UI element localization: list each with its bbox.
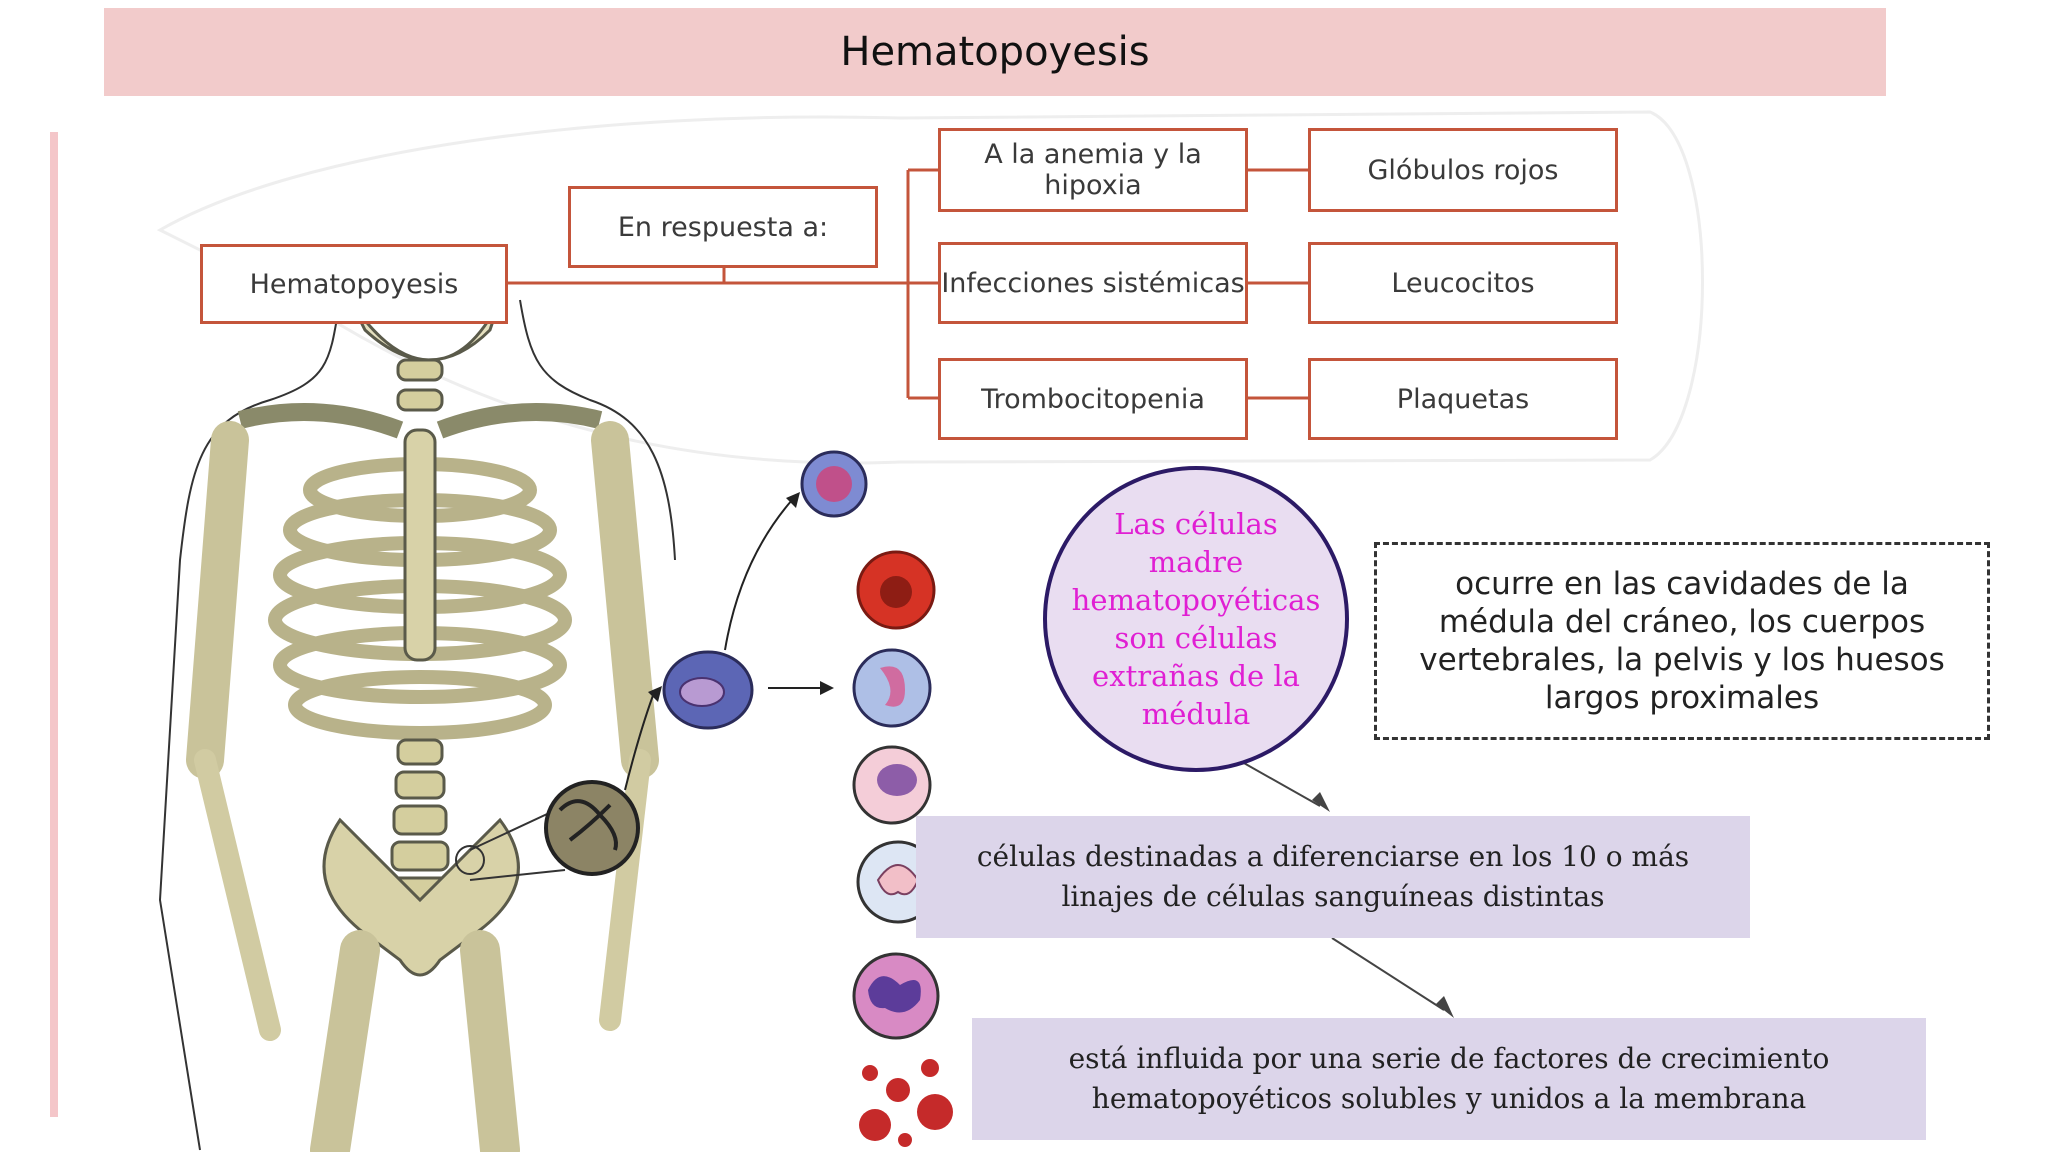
concept-root-box: Hematopoyesis: [200, 244, 508, 324]
platelets: [859, 1059, 953, 1147]
sternum: [403, 428, 437, 662]
concept-output-box-platelets: Plaquetas: [1308, 358, 1618, 440]
humerus-right: [591, 421, 659, 779]
location-text: ocurre en las cavidades de la médula del…: [1419, 566, 1945, 716]
location-note: ocurre en las cavidades de la médula del…: [1374, 542, 1990, 740]
skeleton-illustration: [158, 299, 676, 1152]
femur-left: [310, 930, 380, 1152]
body-outline: [158, 299, 676, 1151]
stem-cell: [662, 492, 834, 730]
concept-stimulus-label: Trombocitopenia: [981, 383, 1205, 415]
stem-cells-circle: Las células madre hematopoyéticas son cé…: [1043, 466, 1349, 772]
differentiation-text: células destinadas a diferenciarse en lo…: [976, 840, 1690, 913]
concept-response-label: En respuesta a:: [617, 211, 829, 243]
concept-output-label: Leucocitos: [1391, 267, 1535, 299]
sketch-outline: [156, 110, 1704, 465]
blood-cells: [800, 450, 953, 1147]
clavicle-left: [237, 403, 404, 439]
concept-stimulus-box-anemia: A la anemia y la hipoxia: [938, 128, 1248, 212]
concept-stimulus-label: Infecciones sistémicas: [941, 267, 1245, 299]
title-bar: Hematopoyesis: [104, 8, 1886, 96]
clavicle-right: [436, 403, 603, 439]
bone-marrow-magnifier: [455, 686, 662, 881]
concept-map-connectors: [508, 168, 1308, 400]
concept-root-label: Hematopoyesis: [249, 268, 459, 300]
concept-output-label: Plaquetas: [1396, 383, 1530, 415]
concept-stimulus-box-thrombocytopenia: Trombocitopenia: [938, 358, 1248, 440]
concept-output-label: Glóbulos rojos: [1367, 154, 1559, 186]
concept-response-box: En respuesta a:: [568, 186, 878, 268]
stem-cells-text: Las células madre hematopoyéticas son cé…: [1071, 507, 1321, 731]
page-title: Hematopoyesis: [840, 29, 1150, 75]
humerus-left: [186, 421, 249, 779]
forearm-right: [599, 749, 651, 1031]
concept-stimulus-box-infections: Infecciones sistémicas: [938, 242, 1248, 324]
factors-text: está influida por una serie de factores …: [1068, 1042, 1830, 1115]
forearm-left: [194, 749, 281, 1041]
concept-stimulus-label: A la anemia y la hipoxia: [984, 139, 1202, 201]
side-accent-line: [50, 132, 58, 1117]
differentiation-box: células destinadas a diferenciarse en lo…: [916, 816, 1750, 938]
factors-box: está influida por una serie de factores …: [972, 1018, 1926, 1140]
concept-output-box-leukocytes: Leucocitos: [1308, 242, 1618, 324]
concept-output-box-red-cells: Glóbulos rojos: [1308, 128, 1618, 212]
femur-right: [460, 930, 520, 1152]
